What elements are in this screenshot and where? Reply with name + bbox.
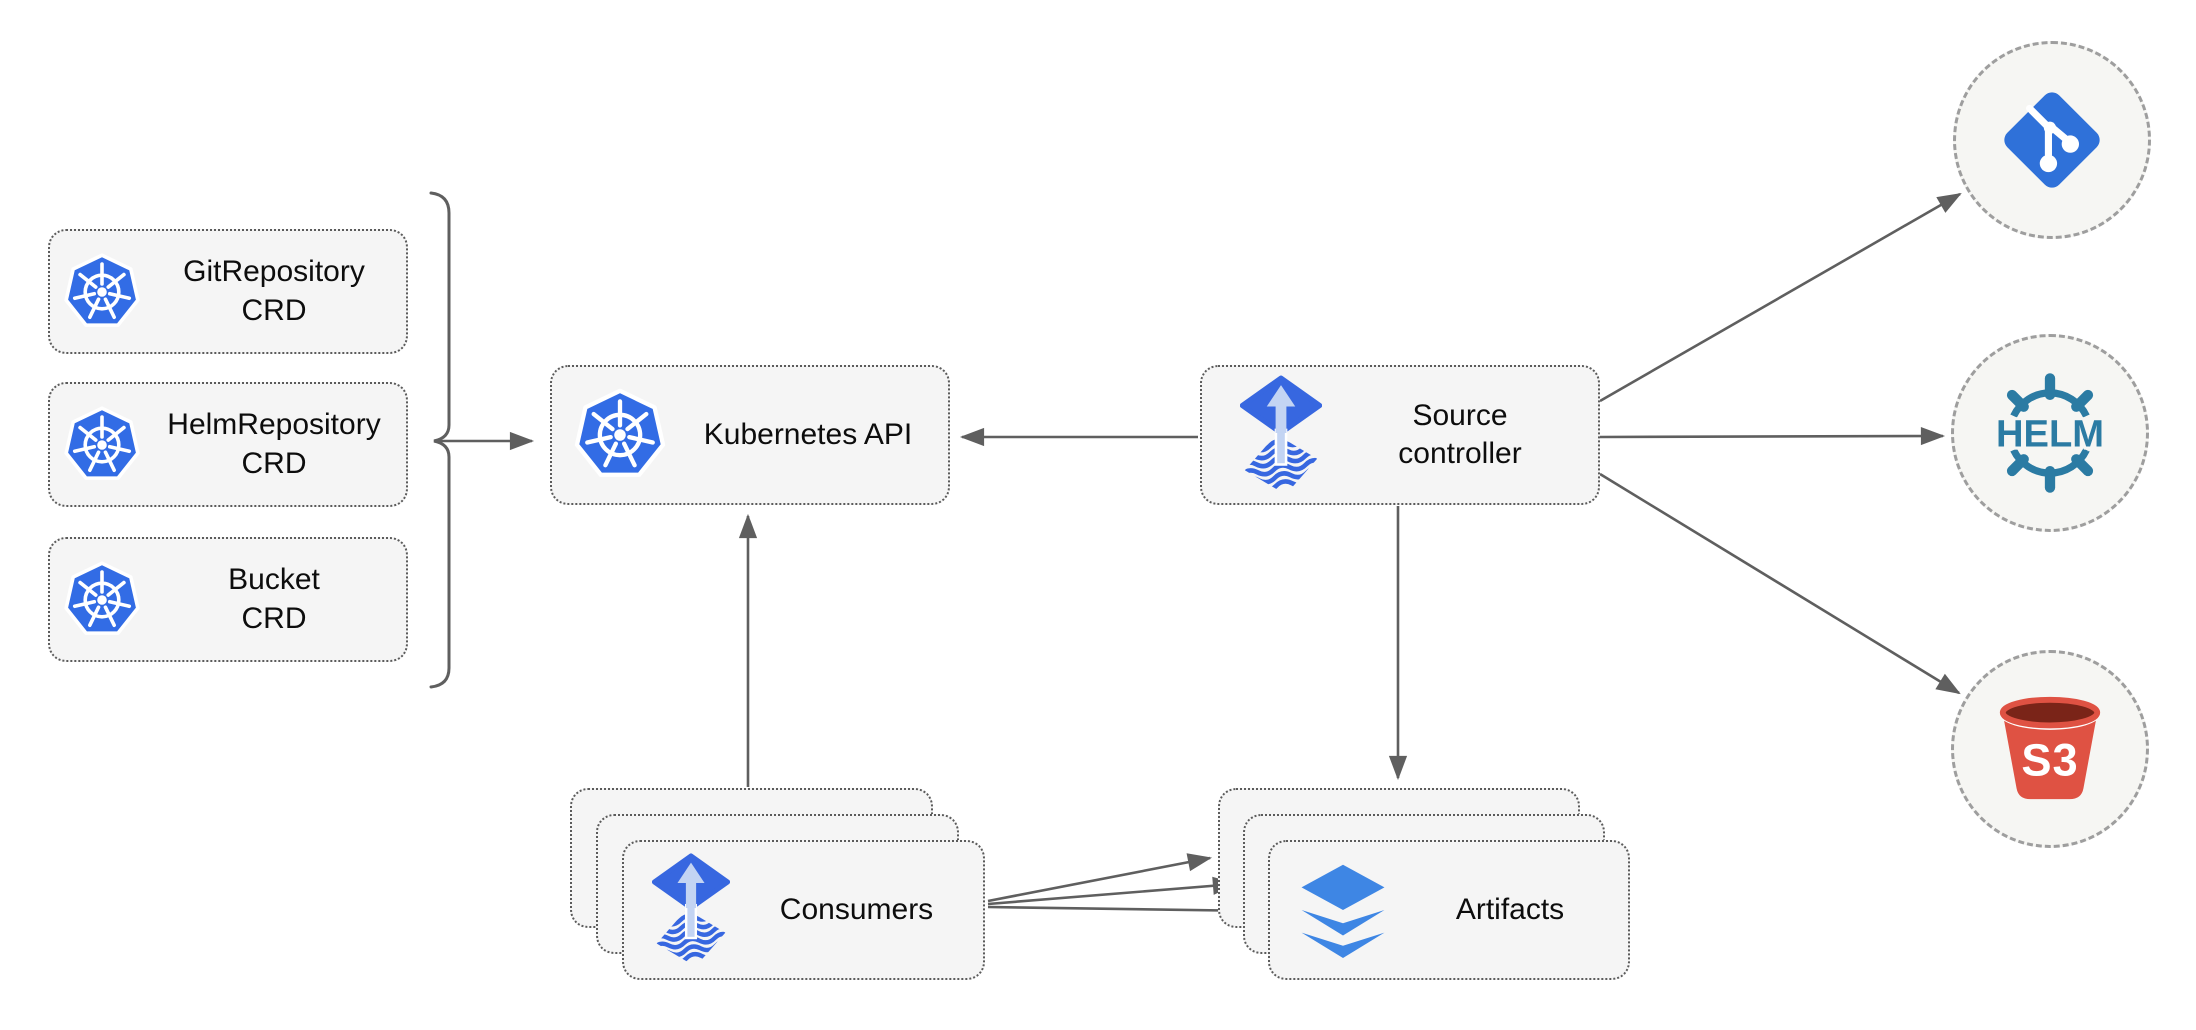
flux-icon (1240, 375, 1322, 494)
arrow-source-controller-to-git (1599, 192, 1962, 403)
kubernetes-icon (64, 560, 140, 635)
bucket-crd-node: Bucket CRD (48, 537, 408, 662)
source-controller-label: Source controller (1398, 398, 1522, 470)
bucket-crd-label: Bucket CRD (228, 563, 320, 635)
kubernetes-api-label: Kubernetes API (703, 417, 913, 451)
consumers-label: Consumers (779, 892, 934, 926)
flux-icon (652, 853, 730, 966)
git-source-circle (1953, 41, 2151, 239)
kubernetes-icon (574, 388, 666, 477)
artifacts-label: Artifacts (1455, 892, 1565, 926)
s3-icon: S3 (1999, 696, 2101, 800)
arrow-consumers-to-artifacts-3 (987, 901, 1263, 920)
arrow-consumers-to-artifacts-1 (987, 853, 1213, 903)
source-controller-node: Source controller (1200, 365, 1600, 505)
kubernetes-icon (64, 252, 140, 327)
helm-label: HELM (1996, 412, 2104, 455)
helm-source-circle: HELM (1951, 334, 2149, 532)
s3-label: S3 (2021, 735, 2078, 786)
arrow-consumers-to-artifacts-2 (987, 876, 1238, 906)
layers-icon (1301, 864, 1385, 959)
git-icon (2004, 92, 2100, 188)
consumers-node: Consumers (622, 840, 985, 980)
helm-icon: HELM (1993, 373, 2107, 493)
kubernetes-api-node: Kubernetes API (550, 365, 950, 505)
artifacts-node: Artifacts (1268, 840, 1630, 980)
gitrepository-crd-label: GitRepository CRD (183, 255, 365, 327)
helmrepository-crd-label: HelmRepository CRD (167, 408, 381, 480)
kubernetes-icon (64, 405, 140, 480)
s3-source-circle: S3 (1951, 650, 2149, 848)
gitrepository-crd-node: GitRepository CRD (48, 229, 408, 354)
arrow-source-controller-to-helm (1599, 426, 1946, 446)
arrow-source-controller-to-s3 (1599, 472, 1961, 695)
helmrepository-crd-node: HelmRepository CRD (48, 382, 408, 507)
